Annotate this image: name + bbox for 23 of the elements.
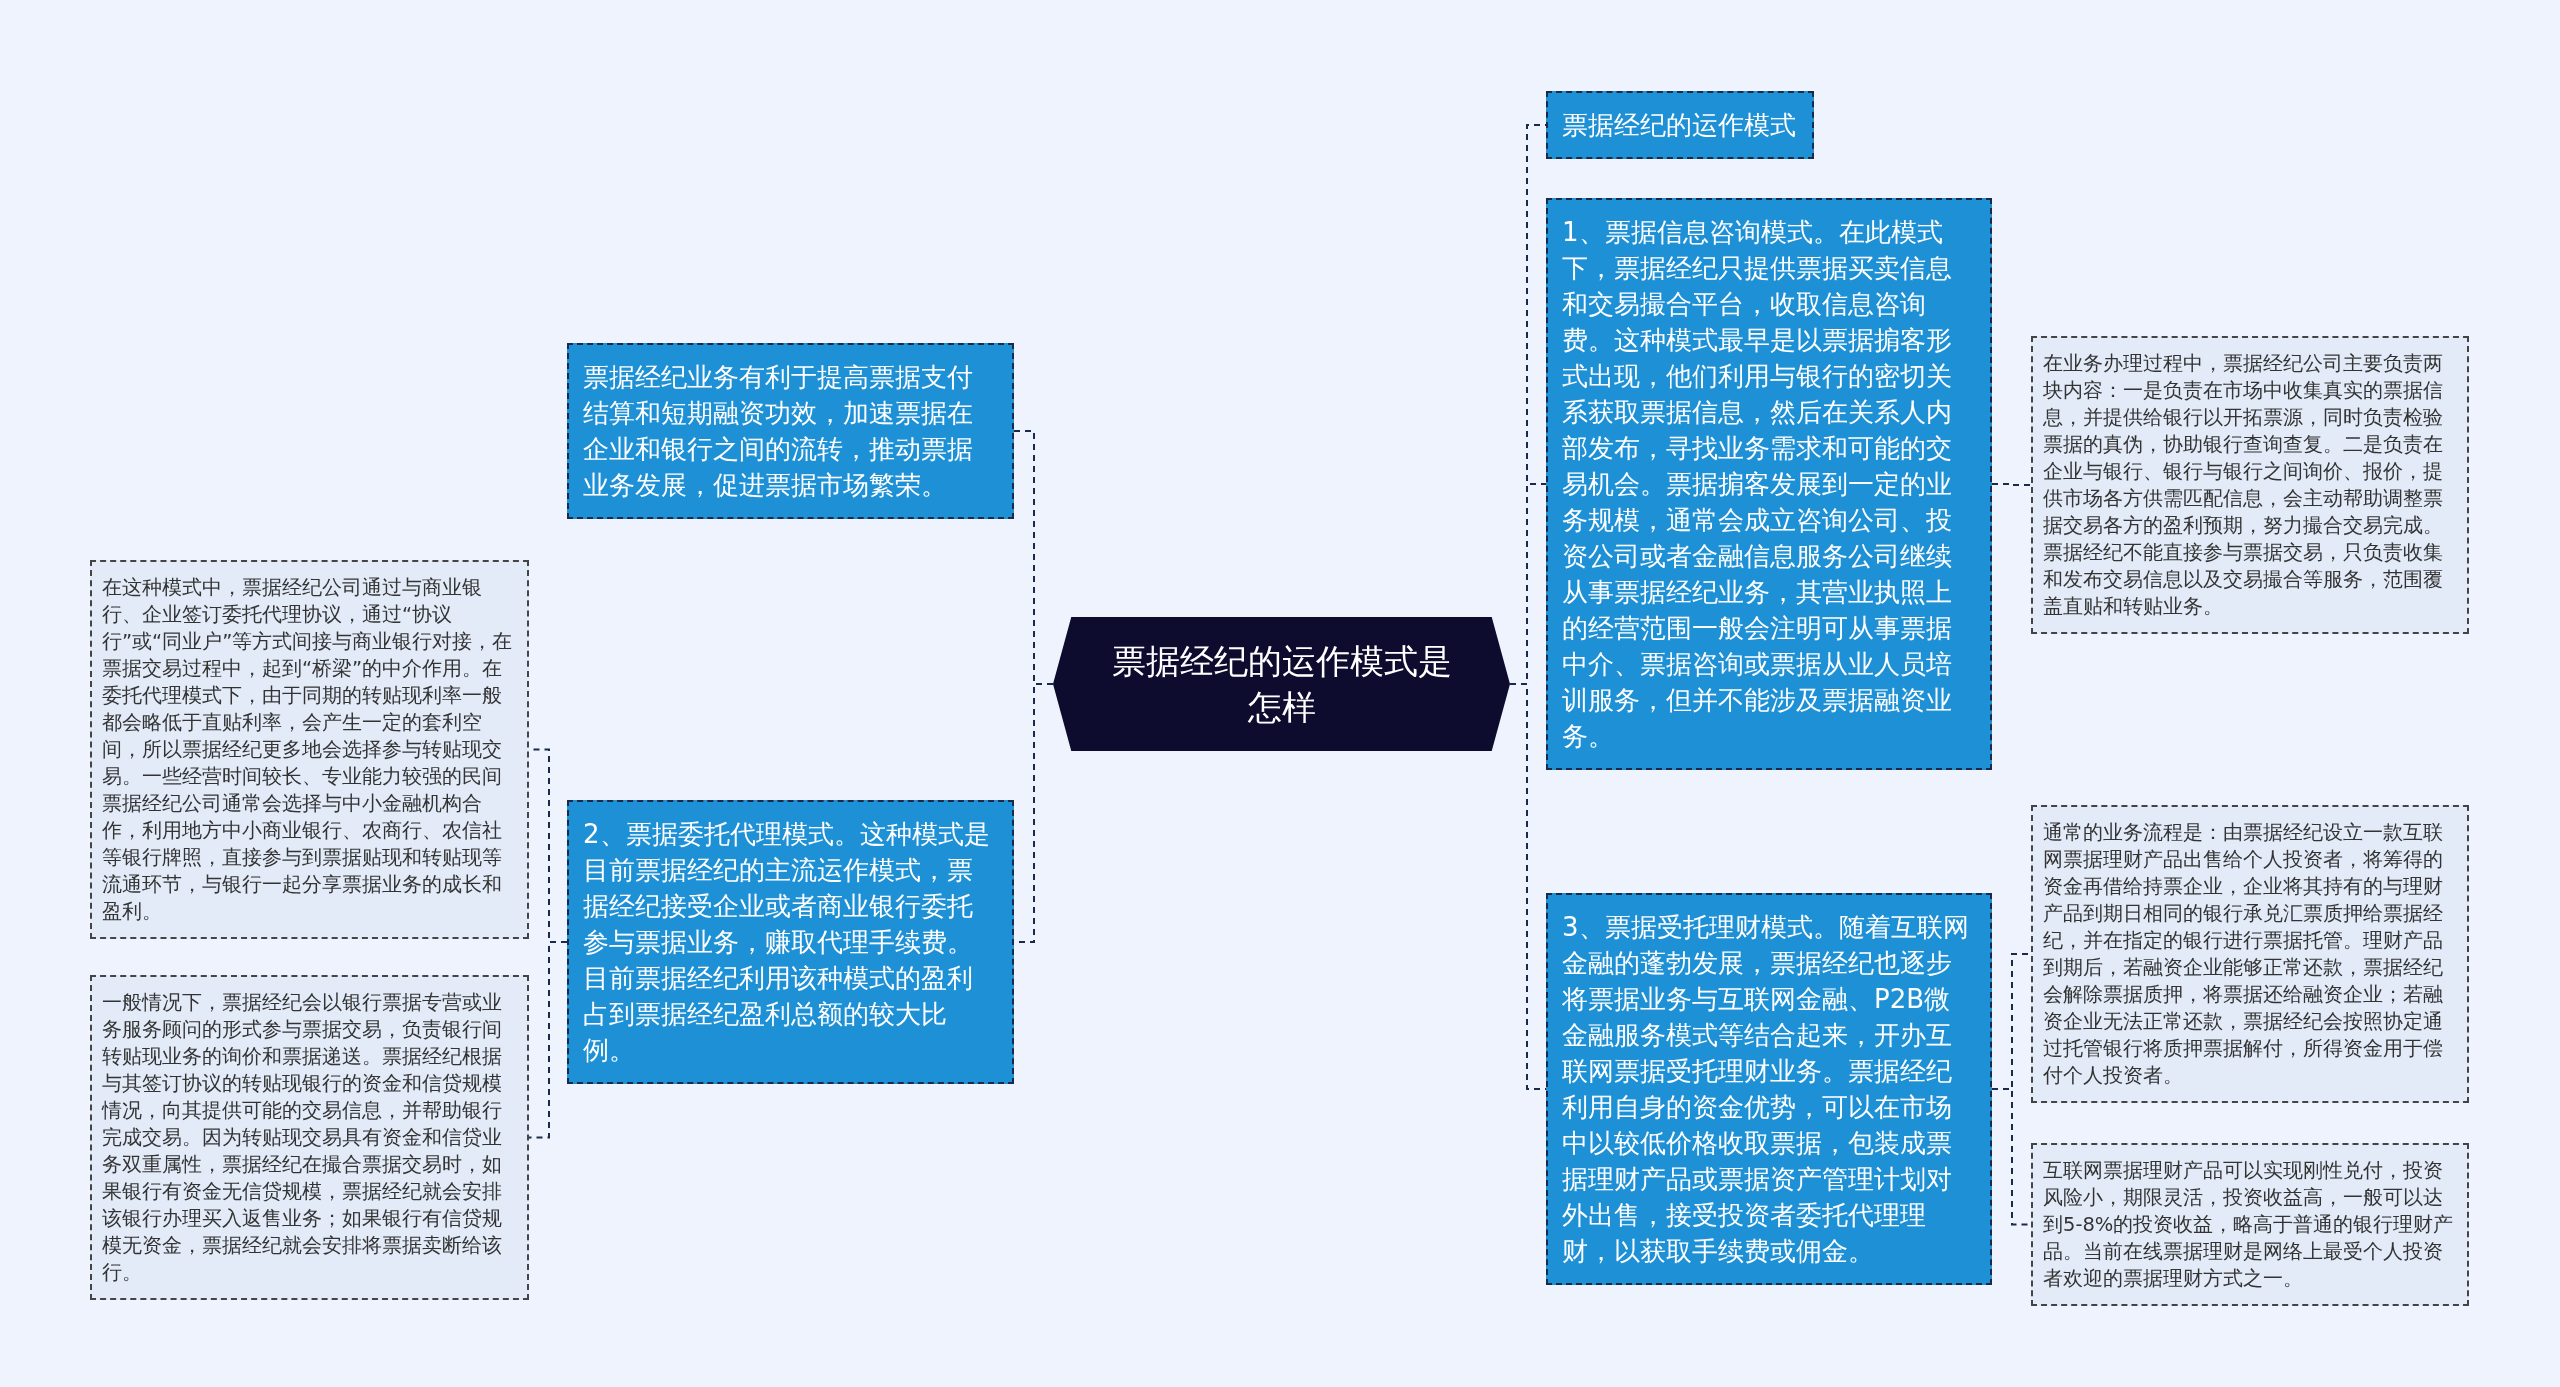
topic-box <box>1546 893 1992 1285</box>
topic-text: 在业务办理过程中，票据经纪公司主要负责两块内容：一是负责在市场中收集真实的票据信息，并提供给银行以开拓票源，同时负责检验票据的真伪，协助银行查询查复。二是负责在企业与银行、银行与银行之间询价、报价，提供市场各方供需匹配信息，会主动帮助调整票据交易各方的盈利预期，努力撮合交易完成。票据经纪不能直接参与票据交易，只负责收集和发布交易信息以及交易撮合等服务，范围覆盖直贴和转贴业务。 <box>2043 351 2444 620</box>
topic-text: 互联网票据理财产品可以实现刚性兑付，投资风险小，期限灵活，投资收益高，一般可以达到5-8%的投资收益，略高于普通的银行理财产品。当前在线票据理财是网络上最受个人投资者欢迎的票据理财方式之一。 <box>2043 1158 2455 1292</box>
topic-text: 票据经纪的运作模式是怎样 <box>1110 640 1453 729</box>
topic-box <box>1546 91 1814 159</box>
note-box <box>2031 336 2469 634</box>
hexagon-topic <box>1053 617 1510 751</box>
note-box <box>90 975 529 1300</box>
connector <box>1991 483 2032 486</box>
topic-box <box>567 800 1014 1084</box>
topic-text: 1、票据信息咨询模式。在此模式下，票据经纪只提供票据买卖信息和交易撮合平台，收取信息咨询费。这种模式最早是以票据掮客形式出现，他们利用与银行的密切关系获取票据信息，然后在关系人内部发布，寻找业务需求和可能的交易机会。票据掮客发展到一定的业务规模，通常会成立咨询公司、投资公司或者金融信息服务公司继续从事票据经纪业务，其营业执照上的经营范围一般会注明可从事票据中介、票据咨询或票据从业人员培训服务，但并不能涉及票据融资业务。 <box>1562 216 1953 753</box>
note-box <box>2031 1143 2469 1306</box>
note-box <box>2031 805 2469 1103</box>
connector <box>528 941 568 1139</box>
topic-text: 在这种模式中，票据经纪公司通过与商业银行、企业签订委托代理协议，通过“协议行”或“同业户”等方式间接与商业银行对接，在票据交易过程中，起到“桥梁”的中介作用。在委托代理模式下，由于同期的转贴现利率一般都会略低于直贴利率，会产生一定的套利空间，所以票据经纪更多地会选择参与转贴现交易。一些经营时间较长、专业能力较强的民间票据经纪公司通常会选择与中小金融机构合作，利用地方中小商业银行、农商行、农信社等银行牌照，直接参与到票据贴现和转贴现等流通环节，与银行一起分享票据业务的成长和盈利。 <box>102 575 514 925</box>
topic-box <box>1546 198 1992 770</box>
topic-box <box>567 343 1014 519</box>
topic-text: 通常的业务流程是：由票据经纪设立一款互联网票据理财产品出售给个人投资者，将筹得的资金再借给持票企业，企业将其持有的与理财产品到期日相同的银行承兑汇票质押给票据经纪，并在指定的银行进行票据托管。理财产品到期后，若融资企业能够正常还款，票据经纪会解除票据质押，将票据还给融资企业；若融资企业无法正常还款，票据经纪会按照协定通过托管银行将质押票据解付，所得资金用于偿付个人投资者。 <box>2043 820 2444 1089</box>
topic-text: 3、票据受托理财模式。随着互联网金融的蓬勃发展，票据经纪也逐步将票据业务与互联网金融、P2B微金融服务模式等结合起来，开办互联网票据受托理财业务。票据经纪利用自身的资金优势，可以在市场中以较低价格收取票据，包装成票据理财产品或票据资产管理计划对外出售，接受投资者委托代理理财，以获取手续费或佣金。 <box>1562 911 1970 1268</box>
topic-text: 票据经纪的运作模式 <box>1562 109 1797 142</box>
topic-text: 2、票据委托代理模式。这种模式是目前票据经纪的主流运作模式，票据经纪接受企业或者商业银行委托参与票据业务，赚取代理手续费。目前票据经纪利用该种模式的盈利占到票据经纪盈利总额的较大比例。 <box>583 818 991 1067</box>
topic-text: 一般情况下，票据经纪会以银行票据专营或业务服务顾问的形式参与票据交易，负责银行间转贴现业务的询价和票据递送。票据经纪根据与其签订协议的转贴现银行的资金和信贷规模情况，向其提供可能的交易信息，并帮助银行完成交易。因为转贴现交易具有资金和信贷业务双重属性，票据经纪在撮合票据交易时，如果银行有资金无信贷规模，票据经纪就会安排该银行办理买入返售业务；如果银行有信贷规模无资金，票据经纪就会安排将票据卖断给该行。 <box>102 990 503 1286</box>
topic-text: 票据经纪业务有利于提高票据支付结算和短期融资功效，加速票据在企业和银行之间的流转，推动票据业务发展，促进票据市场繁荣。 <box>583 361 974 502</box>
